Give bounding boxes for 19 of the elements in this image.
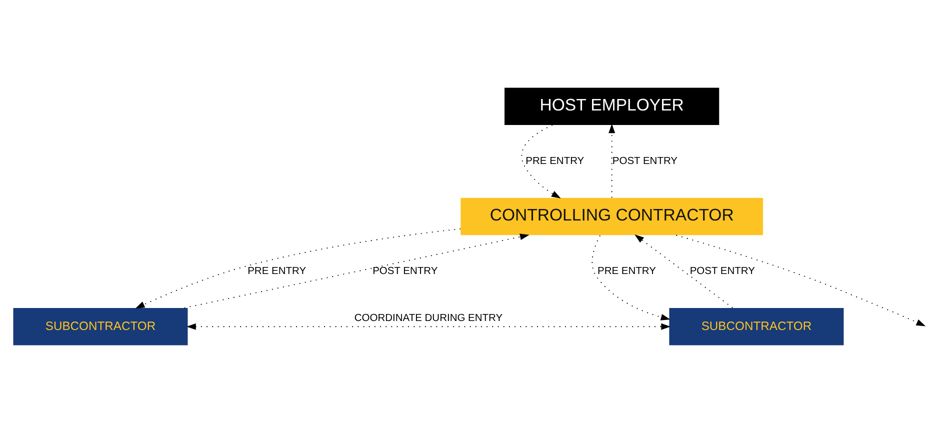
edge-label: POST ENTRY <box>372 266 438 277</box>
node-box: CONTROLLING CONTRACTOR <box>460 197 763 235</box>
edge-label: PRE ENTRY <box>248 266 306 277</box>
arrow <box>608 123 616 198</box>
arrow <box>135 228 462 308</box>
arrow <box>521 124 561 198</box>
edge-label: POST ENTRY <box>612 156 678 167</box>
edge-label: POST ENTRY <box>690 266 755 277</box>
arrow <box>592 234 670 320</box>
arrow <box>676 234 926 326</box>
node-box: SUBCONTRACTOR <box>669 307 844 345</box>
edge-label: PRE ENTRY <box>526 156 584 167</box>
node-box: HOST EMPLOYER <box>504 87 720 125</box>
arrow <box>186 322 671 330</box>
edge-label: COORDINATE DURING ENTRY <box>354 312 503 324</box>
node-box: SUBCONTRACTOR <box>13 307 188 345</box>
arrow <box>184 233 530 308</box>
edge-label: PRE ENTRY <box>598 266 656 277</box>
arrow <box>634 234 734 308</box>
